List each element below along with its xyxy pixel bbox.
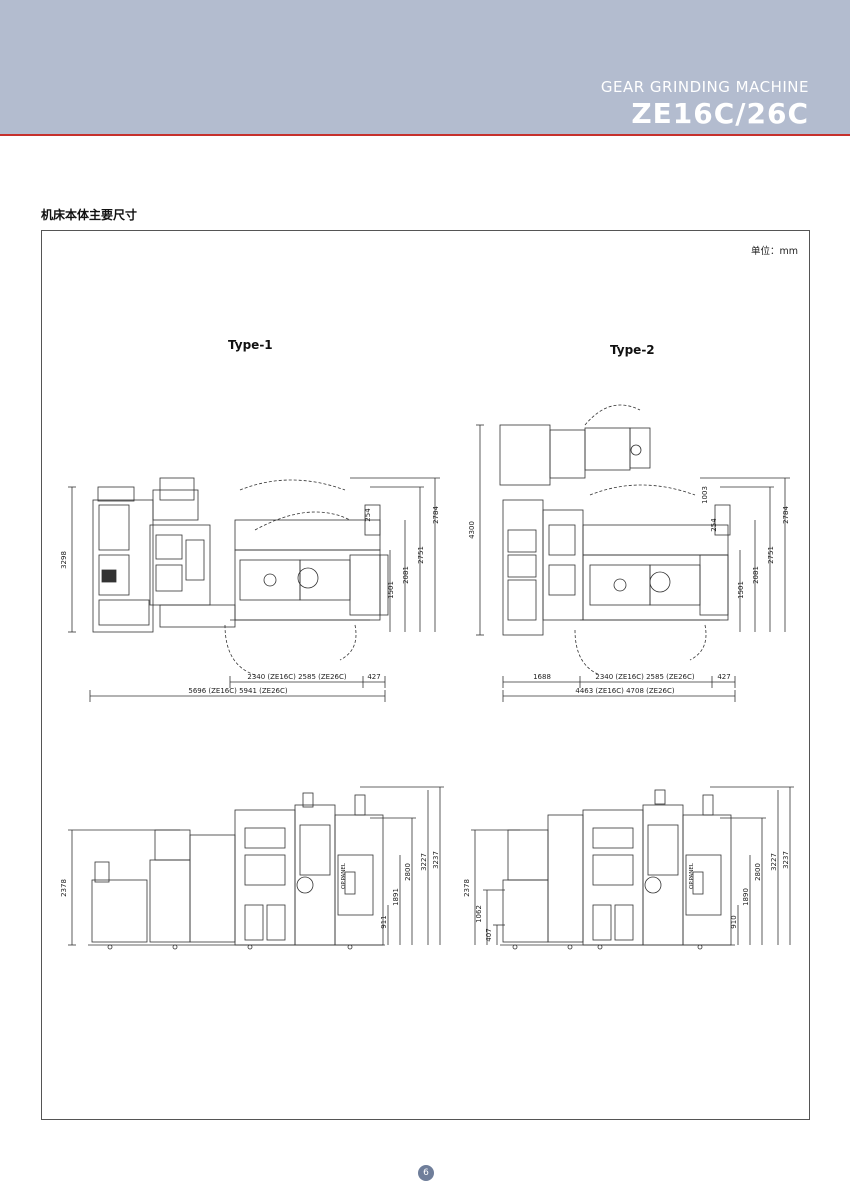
type1-elev-height-left: 2378 xyxy=(60,879,68,897)
type2-plan-width-upper: 2340 (ZE16C) 2585 (ZE26C) xyxy=(595,673,695,681)
type2-elev-height-1: 3237 xyxy=(782,851,790,869)
type2-elevation-view xyxy=(471,786,794,950)
type1-plan-label-254: 254 xyxy=(364,508,372,522)
type2-elev-height-2: 3227 xyxy=(770,853,778,871)
type2-plan-label-1003: 1003 xyxy=(701,486,709,504)
type2-elev-height-4: 1890 xyxy=(742,888,750,906)
type2-elev-height-left-3: 407 xyxy=(485,928,493,941)
type2-plan-height-3: 2081 xyxy=(752,566,760,584)
type1-plan-height-3: 2081 xyxy=(402,566,410,584)
type2-elev-height-left: 2378 xyxy=(463,879,471,897)
type1-elev-height-5: 911 xyxy=(380,915,388,928)
type1-plan-view xyxy=(68,477,440,702)
type2-plan-height-4: 1501 xyxy=(737,581,745,599)
header-band xyxy=(0,0,850,135)
type1-elev-height-2: 3227 xyxy=(420,853,428,871)
type2-elev-height-left-2: 1062 xyxy=(475,905,483,923)
type1-plan-height-2: 2751 xyxy=(417,546,425,564)
type2-elev-height-3: 2800 xyxy=(754,863,762,881)
section-title: 机床本体主要尺寸 xyxy=(41,208,138,222)
type2-label: Type-2 xyxy=(610,343,655,357)
type1-elev-height-1: 3237 xyxy=(432,851,440,869)
type2-plan-width-upper-right: 427 xyxy=(717,673,730,681)
header-subtitle: GEAR GRINDING MACHINE xyxy=(600,78,809,96)
type2-op-panel-label: OP.PANEL xyxy=(689,862,695,889)
type1-plan-width-total: 5696 (ZE16C) 5941 (ZE26C) xyxy=(188,687,288,695)
drawing-frame xyxy=(41,230,810,1120)
type1-label: Type-1 xyxy=(228,338,273,352)
type1-elev-height-3: 2800 xyxy=(404,863,412,881)
type2-plan-width-total: 4463 (ZE16C) 4708 (ZE26C) xyxy=(575,687,675,695)
type2-plan-view xyxy=(476,404,790,702)
type2-plan-label-254: 254 xyxy=(710,518,718,532)
type1-plan-width-upper-right: 427 xyxy=(367,673,380,681)
type2-plan-height-left: 4300 xyxy=(468,521,476,539)
header-title: ZE16C/26C xyxy=(631,97,809,130)
header-rule xyxy=(0,134,850,136)
type2-plan-width-left: 1688 xyxy=(533,673,551,681)
type1-elev-height-4: 1891 xyxy=(392,888,400,906)
type1-plan-height-1: 2784 xyxy=(432,506,440,524)
type2-plan-height-1: 2784 xyxy=(782,506,790,524)
type1-elevation-view xyxy=(68,786,444,950)
type1-plan-width-upper: 2340 (ZE16C) 2585 (ZE26C) xyxy=(247,673,347,681)
type1-plan-height-4: 1501 xyxy=(387,581,395,599)
type2-elev-height-5: 910 xyxy=(730,915,738,928)
type1-op-panel-label: OP.PANEL xyxy=(341,862,347,889)
type1-plan-height-left: 3298 xyxy=(60,551,68,569)
unit-label: 单位：mm xyxy=(750,246,798,257)
page-number-badge: 6 xyxy=(418,1165,434,1181)
type2-plan-height-2: 2751 xyxy=(767,546,775,564)
